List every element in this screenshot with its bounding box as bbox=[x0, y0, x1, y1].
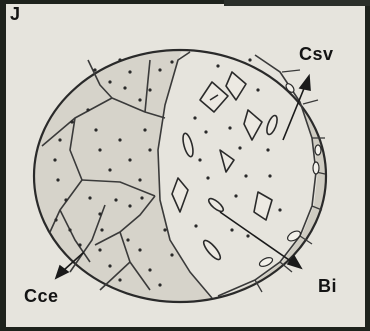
stipple-dot bbox=[108, 80, 111, 83]
stipple-dot bbox=[98, 148, 101, 151]
stipple-dot bbox=[266, 148, 269, 151]
stipple-dot bbox=[138, 98, 141, 101]
stipple-dot bbox=[158, 283, 161, 286]
stipple-dot bbox=[148, 88, 151, 91]
stipple-dot bbox=[216, 64, 219, 67]
stipple-dot bbox=[230, 228, 233, 231]
stipple-dot bbox=[248, 58, 251, 61]
stipple-dot bbox=[88, 196, 91, 199]
stipple-dot bbox=[278, 208, 281, 211]
stipple-dot bbox=[118, 138, 121, 141]
stipple-dot bbox=[246, 234, 249, 237]
stipple-dot bbox=[126, 238, 129, 241]
stipple-dot bbox=[140, 196, 143, 199]
stipple-dot bbox=[138, 248, 141, 251]
stipple-dot bbox=[148, 148, 151, 151]
stipple-dot bbox=[118, 58, 121, 61]
stipple-dot bbox=[114, 198, 117, 201]
stipple-dot bbox=[128, 158, 131, 161]
stipple-dot bbox=[256, 88, 259, 91]
stipple-dot bbox=[78, 243, 81, 246]
stipple-dot bbox=[158, 68, 161, 71]
stipple-dot bbox=[198, 158, 201, 161]
panel-letter: J bbox=[10, 4, 21, 25]
stipple-dot bbox=[123, 86, 126, 89]
stipple-dot bbox=[54, 218, 57, 221]
stipple-dot bbox=[206, 176, 209, 179]
stipple-dot bbox=[238, 146, 241, 149]
stipple-dot bbox=[234, 194, 237, 197]
stipple-dot bbox=[64, 198, 67, 201]
stellate-cells bbox=[172, 72, 279, 262]
stipple-dot bbox=[53, 158, 56, 161]
stipple-dot bbox=[170, 60, 173, 63]
crystalline-region bbox=[20, 30, 212, 320]
stipple-dot bbox=[143, 128, 146, 131]
stipple-dot bbox=[86, 108, 89, 111]
label-csv: Csv bbox=[299, 44, 334, 65]
stipple-dot bbox=[98, 212, 101, 215]
stipple-dot bbox=[138, 178, 141, 181]
stipple-dot bbox=[108, 264, 111, 267]
stipple-dot bbox=[93, 68, 96, 71]
label-cce: Cce bbox=[24, 286, 59, 307]
stipple-dot bbox=[98, 248, 101, 251]
stipple-dot bbox=[194, 224, 197, 227]
stipple-dot bbox=[100, 228, 103, 231]
stipple-dot bbox=[70, 120, 73, 123]
stipple-dot bbox=[56, 178, 59, 181]
stipple-dot bbox=[108, 168, 111, 171]
stipple-dot bbox=[244, 174, 247, 177]
stipple-dot bbox=[228, 126, 231, 129]
label-bi: Bi bbox=[318, 276, 337, 297]
stipple-dot bbox=[204, 130, 207, 133]
rim-nuclei bbox=[258, 82, 321, 268]
stipple-dot bbox=[68, 228, 71, 231]
stipple-dot bbox=[268, 174, 271, 177]
stipple-dot bbox=[128, 204, 131, 207]
stipple-dot bbox=[118, 278, 121, 281]
stipple-dot bbox=[148, 268, 151, 271]
stipple-dot bbox=[193, 116, 196, 119]
stipple-dot bbox=[170, 253, 173, 256]
stipple-dot bbox=[58, 138, 61, 141]
stipple-dot bbox=[94, 128, 97, 131]
stipple-dot bbox=[128, 70, 131, 73]
stipple-dot bbox=[163, 228, 166, 231]
